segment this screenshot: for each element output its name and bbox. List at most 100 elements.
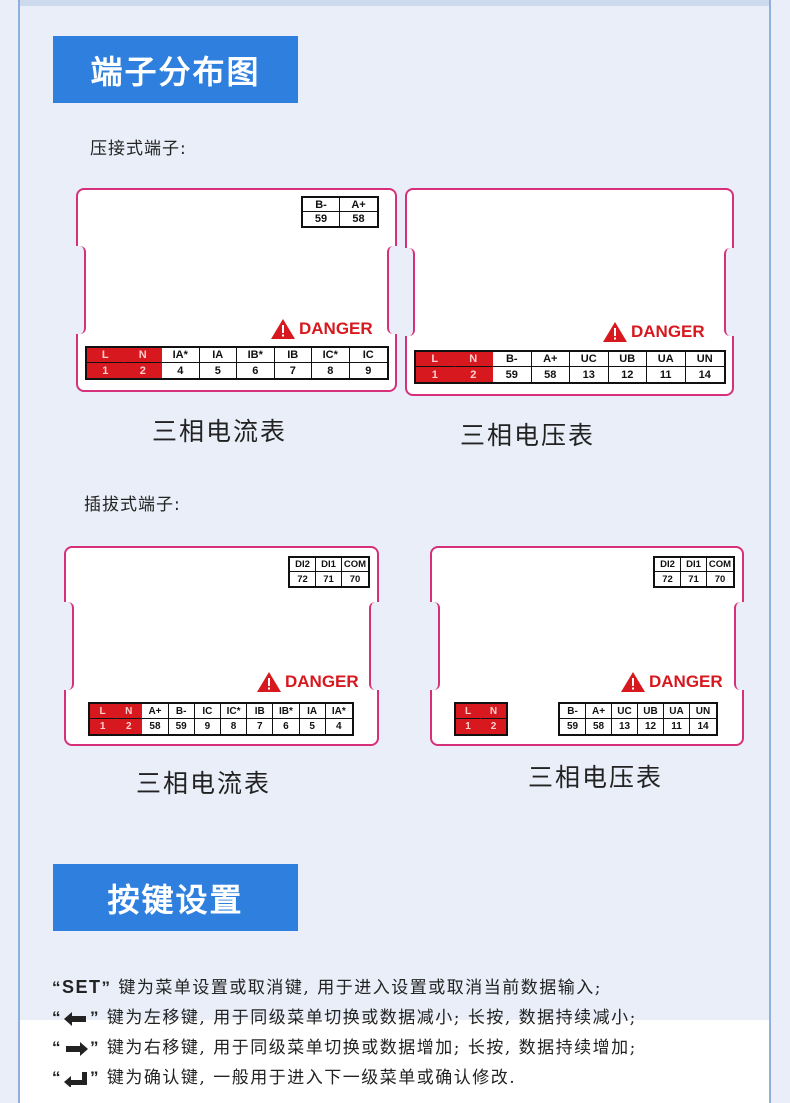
panel-notch-left bbox=[405, 248, 415, 336]
danger-text: DANGER bbox=[631, 322, 705, 341]
terminal-number: 4 bbox=[162, 363, 200, 378]
panel-notch-left bbox=[76, 246, 86, 334]
plug-current-caption: 三相电流表 bbox=[136, 769, 272, 798]
key-section-title: 按键设置 bbox=[107, 880, 244, 919]
panel-notch-right bbox=[369, 602, 379, 690]
terminal-number: 70 bbox=[349, 573, 361, 585]
set-key-label: SET bbox=[62, 977, 102, 997]
frame-right-line bbox=[769, 0, 771, 1103]
terminal-number: 7 bbox=[275, 363, 312, 378]
danger-text: DANGER bbox=[649, 672, 723, 691]
terminal-number: 58 bbox=[586, 719, 612, 734]
terminal-number: 72 bbox=[655, 572, 681, 586]
terminal-label: UA bbox=[647, 352, 686, 367]
terminal-label: L bbox=[456, 704, 481, 719]
terminal-number: 13 bbox=[612, 719, 638, 734]
terminal-number: 59 bbox=[493, 367, 532, 382]
press-voltage-caption: 三相电压表 bbox=[460, 421, 596, 450]
terminal-label: DI2 bbox=[655, 558, 681, 572]
terminal-label: IA bbox=[199, 348, 237, 363]
terminal-label: UC bbox=[612, 704, 638, 719]
terminal-label: A+ bbox=[142, 704, 169, 719]
danger-warning: DANGER bbox=[602, 321, 705, 343]
terminal-label: IC bbox=[349, 348, 387, 363]
warning-triangle-icon bbox=[271, 319, 295, 339]
terminal-number: 59 bbox=[560, 719, 586, 734]
plug-type-label: 插拔式端子: bbox=[84, 495, 181, 515]
terminal-label: IC bbox=[194, 704, 221, 719]
key-section-header: 按键设置 bbox=[53, 864, 298, 931]
terminal-number: 70 bbox=[714, 573, 726, 585]
terminal-label: B- bbox=[493, 352, 532, 367]
terminal-number: 1 bbox=[90, 719, 117, 734]
terminal-label: IA* bbox=[325, 704, 352, 719]
arrow-right-icon bbox=[66, 1041, 88, 1056]
terminal-label: UC bbox=[570, 352, 609, 367]
terminal-number: 71 bbox=[681, 572, 707, 586]
terminal-number: 2 bbox=[124, 363, 162, 378]
terminal-number: 71 bbox=[316, 572, 342, 586]
terminal-number: 1 bbox=[456, 719, 481, 734]
plug-voltage-caption: 三相电压表 bbox=[528, 763, 664, 792]
terminal-number: 11 bbox=[647, 367, 686, 382]
terminal-number: 58 bbox=[352, 213, 365, 225]
terminal-label: COM bbox=[342, 559, 368, 572]
danger-warning: DANGER bbox=[620, 671, 723, 693]
terminal-label: B- bbox=[168, 704, 195, 719]
terminal-number: 72 bbox=[290, 572, 316, 586]
terminal-label: L bbox=[416, 352, 455, 367]
terminal-label: DI1 bbox=[681, 558, 707, 572]
terminal-number: 12 bbox=[609, 367, 647, 382]
terminal-label: IA bbox=[299, 704, 326, 719]
terminal-label: A+ bbox=[531, 352, 570, 367]
panel-notch-right bbox=[387, 246, 397, 334]
terminal-section-title: 端子分布图 bbox=[90, 52, 261, 91]
terminal-number: 2 bbox=[454, 367, 493, 382]
arrow-left-icon bbox=[64, 1011, 86, 1026]
terminal-number: 14 bbox=[698, 368, 711, 381]
terminal-label: UB bbox=[638, 704, 664, 719]
instruction-right: “” 键为右移键, 用于同级菜单切换或数据增加; 长按, 数据持续增加; bbox=[52, 1038, 637, 1058]
instruction-enter: “” 键为确认键, 一般用于进入下一级菜单或确认修改. bbox=[52, 1068, 517, 1088]
terminal-number: 7 bbox=[247, 719, 274, 734]
terminal-number: 1 bbox=[87, 363, 125, 378]
press-current-caption: 三相电流表 bbox=[152, 417, 288, 446]
terminal-number: 8 bbox=[221, 719, 248, 734]
frame-left-line bbox=[18, 0, 20, 1103]
terminal-label: COM bbox=[707, 559, 733, 572]
terminal-label: A+ bbox=[586, 704, 612, 719]
terminal-label: DI1 bbox=[316, 558, 342, 572]
bottom-pane bbox=[20, 1020, 769, 1103]
terminal-number: 12 bbox=[638, 719, 664, 734]
terminal-number: 9 bbox=[365, 364, 372, 377]
terminal-number: 11 bbox=[664, 719, 690, 734]
terminal-label: UA bbox=[664, 704, 690, 719]
terminal-number: 13 bbox=[570, 367, 609, 382]
frame-top-band bbox=[18, 0, 771, 6]
terminal-number: 59 bbox=[169, 719, 195, 734]
warning-triangle-icon bbox=[603, 322, 627, 342]
terminal-number: 9 bbox=[195, 719, 221, 734]
terminal-label: IA* bbox=[162, 348, 200, 363]
terminal-label: L bbox=[90, 704, 117, 719]
instruction-left: “” 键为左移键, 用于同级菜单切换或数据减小; 长按, 数据持续减小; bbox=[52, 1008, 637, 1028]
terminal-label: IB bbox=[247, 704, 274, 719]
danger-warning: DANGER bbox=[270, 318, 373, 340]
terminal-label: L bbox=[87, 348, 125, 363]
terminal-label: N bbox=[124, 348, 162, 363]
panel-notch-left bbox=[64, 602, 74, 690]
panel-notch-right bbox=[724, 248, 734, 336]
warning-triangle-icon bbox=[257, 672, 281, 692]
terminal-number: 58 bbox=[142, 719, 169, 734]
terminal-label: IC* bbox=[312, 348, 350, 363]
